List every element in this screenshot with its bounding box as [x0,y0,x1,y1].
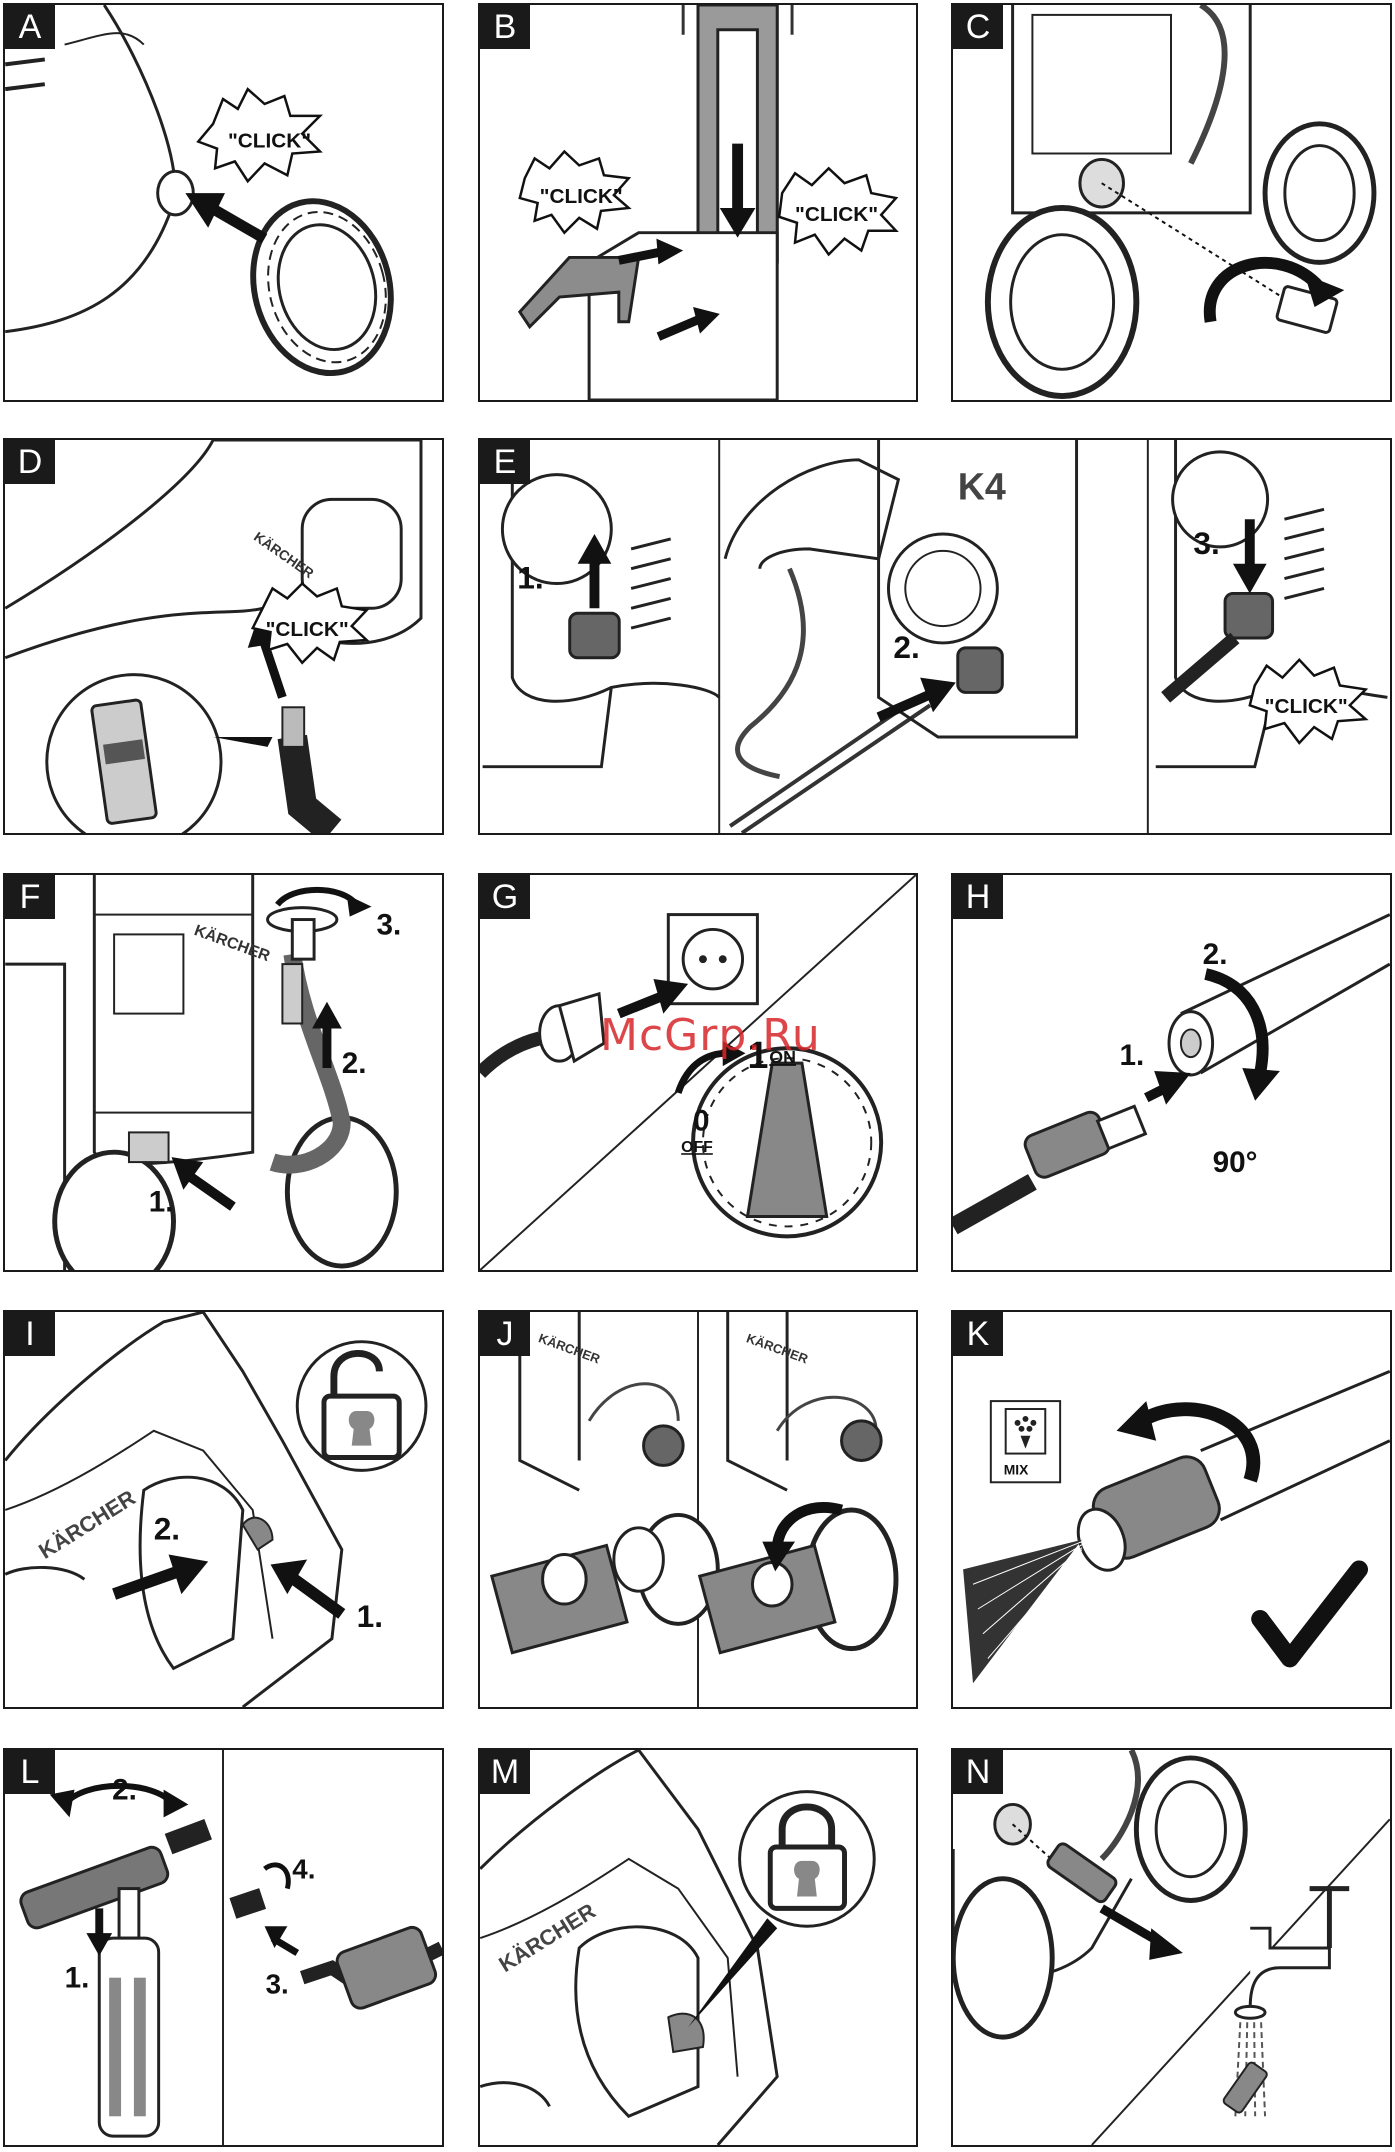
angle-label: 90° [1213,1146,1258,1179]
brand-label: KÄRCHER [192,921,273,965]
panel-letter: H [953,875,1003,919]
panel-letter: E [480,440,530,484]
rotate-arrow-icon [277,890,371,917]
illustration-garden-hose: KÄRCHER 3. 2. 1. [5,875,442,1270]
panel-m: M KÄRCHER [478,1748,918,2147]
step-label: 1. [357,1598,383,1634]
illustration-trigger-unlock: KÄRCHER 2. 1. [5,1312,442,1707]
panel-d: D KÄRCHER "CLICK" [3,438,444,835]
arrow-icon [271,1559,342,1613]
step-label: 3. [376,908,401,941]
panel-k: K MIX [951,1310,1392,1709]
brand-label: KÄRCHER [537,1330,603,1366]
step-label: 3. [1193,525,1219,561]
padlock-closed-icon [740,1792,875,1927]
panel-letter: G [480,875,530,919]
illustration-handle-attach: "CLICK" "CLICK" [480,5,916,400]
panel-letter: L [5,1750,55,1794]
panel-letter: C [953,5,1003,49]
panel-letter: N [953,1750,1003,1794]
click-label: "CLICK" [795,203,878,226]
panel-letter: M [480,1750,530,1794]
step-label: 2. [112,1773,137,1806]
illustration-detergent-nozzle: MIX [953,1312,1390,1707]
brand-label: KÄRCHER [744,1330,810,1366]
rotate-arrow-icon [1206,974,1280,1101]
panel-a: A "CLICK" [3,3,444,402]
panel-n: N [951,1748,1392,2147]
detergent-mix-icon: MIX [991,1401,1060,1482]
wheel-icon [234,186,409,389]
arrow-icon [619,979,688,1014]
mix-label: MIX [1004,1461,1029,1477]
step-label: 1. [149,1186,174,1219]
panel-j: J KÄRCHER KÄRCHER [478,1310,918,1709]
panel-b: B "CLICK" "CLICK" [478,3,918,402]
illustration-cap-removal: KÄRCHER KÄRCHER [480,1312,916,1707]
panel-letter: I [5,1312,55,1356]
brand-label: KÄRCHER [34,1485,140,1564]
click-label: "CLICK" [228,130,311,153]
illustration-trigger-lock: KÄRCHER [480,1750,916,2145]
panel-letter: F [5,875,55,919]
panel-g: G 1 ON 0 OFF [478,873,918,1272]
step-label: 1. [1120,1039,1145,1072]
step-label: 4. [292,1854,315,1885]
illustration-lance-attach: 1. 2. 90° [953,875,1390,1270]
padlock-open-icon [297,1342,426,1471]
power-plug-icon [480,994,604,1073]
arrow-icon [1102,1908,1183,1959]
click-label: "CLICK" [1265,695,1348,718]
panel-f: F KÄRCHER 3. 2. 1. [3,873,444,1272]
step-label: 2. [893,629,919,665]
illustration-wheel-attach: "CLICK" [5,5,442,400]
click-label: "CLICK" [266,618,349,641]
off-label: OFF [681,1139,713,1156]
panel-letter: B [480,5,530,49]
step-label: 2. [342,1047,367,1080]
step-label: 1. [65,1962,90,1995]
arrow-icon [879,678,956,718]
illustration-hose-to-unit: 1. 2. K4 3. "CLICK" [480,440,1390,833]
step-label: 3. [266,1969,289,2000]
arrow-icon [185,193,264,239]
watermark: McGrp.Ru [600,1010,821,1061]
panel-letter: D [5,440,55,484]
illustration-detergent-bottle: 2. 1. 3. 4. [5,1750,442,2145]
panel-letter: J [480,1312,530,1356]
step-label: 2. [1203,938,1228,971]
panel-i: I KÄRCHER 2. 1. [3,1310,444,1709]
step-label: 1. [517,559,543,595]
off-number: 0 [693,1104,710,1137]
illustration-water-connector [953,5,1390,400]
arrow-icon [265,1926,298,1953]
arrow-icon [1146,1071,1191,1105]
step-label: 2. [154,1511,180,1547]
panel-c: C [951,3,1392,402]
svg-text:K4: K4 [958,465,1006,507]
panel-e: E 1. 2. K4 3. "CLICK" [478,438,1392,835]
panel-letter: A [5,5,55,49]
rotate-arrow-icon [265,1865,289,1889]
illustration-filter-clean [953,1750,1390,2145]
panel-h: H 1. 2. 90° [951,873,1392,1272]
illustration-hose-to-gun: KÄRCHER "CLICK" [5,440,442,833]
illustration-power-on: 1 ON 0 OFF [480,875,916,1270]
panel-l: L 2. 1. 3. 4. [3,1748,444,2147]
check-mark-icon [1260,1569,1359,1658]
click-label: "CLICK" [540,185,623,208]
panel-letter: K [953,1312,1003,1356]
arrow-icon [172,1157,233,1206]
